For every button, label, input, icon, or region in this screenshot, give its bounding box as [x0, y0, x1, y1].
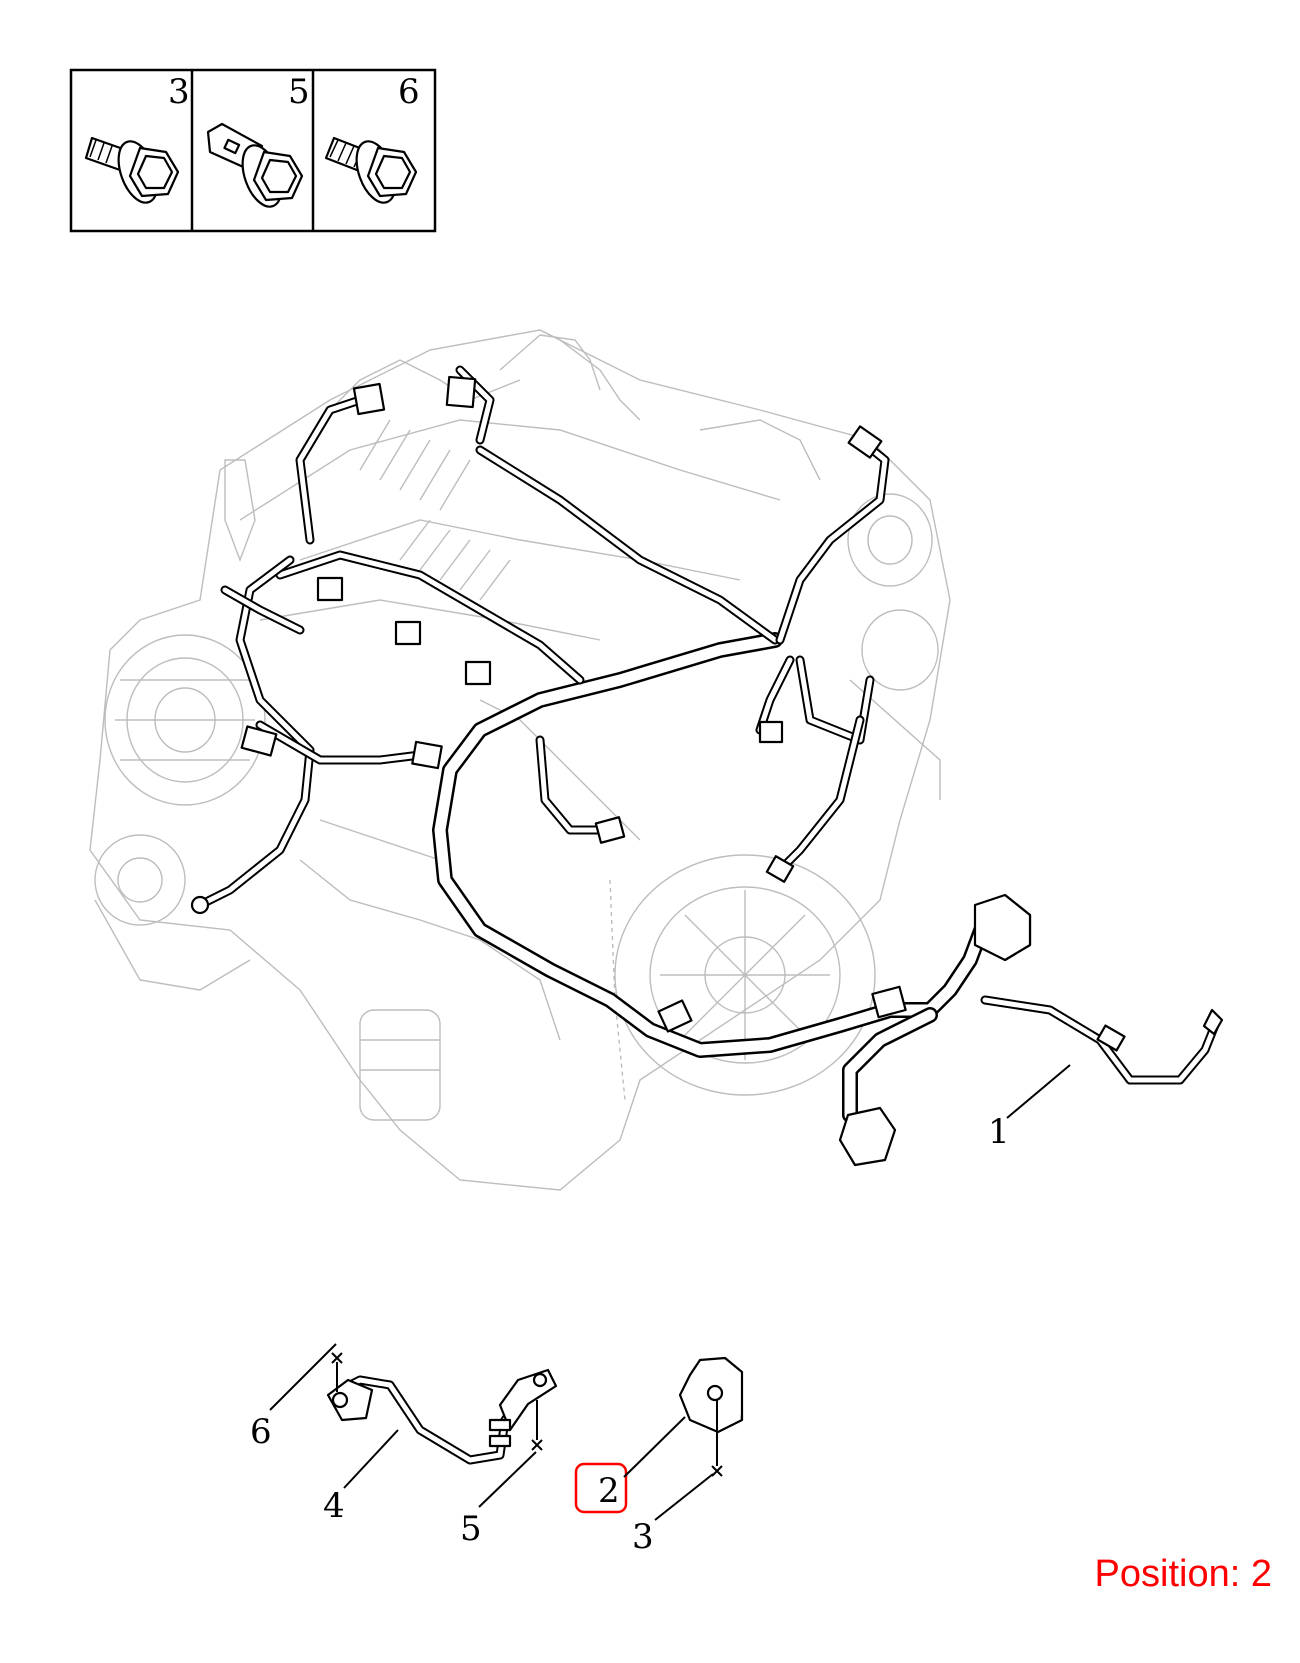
ground-strap-4 [326, 1368, 558, 1465]
callout-screw-5: 5 [460, 1509, 482, 1549]
legend-label-3: 3 [168, 72, 190, 112]
sensor-cover-2 [678, 1356, 744, 1466]
wiring-harness-1 [190, 365, 1224, 1167]
legend-label-6: 6 [398, 72, 420, 112]
callout-screw-6: 6 [250, 1412, 272, 1452]
screw-icon [324, 136, 418, 204]
position-label: Position: 2 [1094, 1553, 1272, 1595]
callout-sensor-2: 2 [598, 1471, 620, 1511]
legend-label-5: 5 [288, 72, 310, 112]
highlight-box [574, 1462, 628, 1514]
callout-screw-3: 3 [632, 1517, 654, 1557]
bolt-icon [84, 136, 180, 204]
callout-strap-4: 4 [323, 1486, 345, 1526]
engine-outline [89, 329, 951, 1191]
clip-bolt-icon [206, 122, 304, 208]
fastener-legend-box: 3 5 6 [69, 68, 437, 233]
callout-harness-1: 1 [988, 1112, 1010, 1152]
cross-mark-icon [331, 1352, 723, 1477]
